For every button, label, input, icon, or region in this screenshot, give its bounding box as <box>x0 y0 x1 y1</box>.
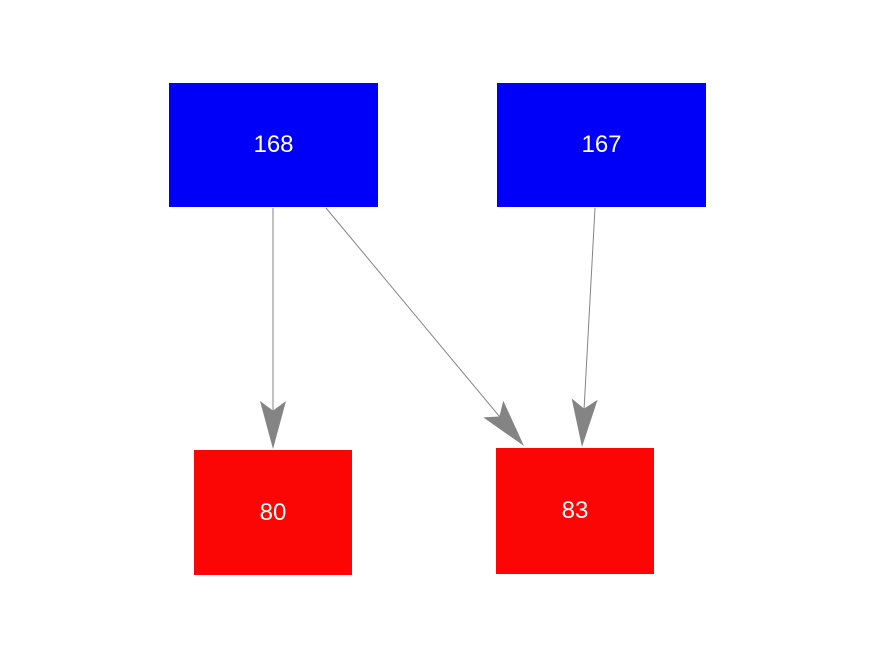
node-83[interactable]: 83 <box>496 448 654 574</box>
node-168-label: 168 <box>253 131 294 158</box>
edge-167-83 <box>583 207 596 409</box>
node-167-label: 167 <box>581 131 622 158</box>
arrowhead-167-83 <box>571 398 598 447</box>
arrowhead-168-80 <box>260 401 286 449</box>
node-83-label: 83 <box>561 497 589 524</box>
edge-168-83 <box>325 207 500 417</box>
arrowhead-168-83 <box>483 400 524 446</box>
node-168[interactable]: 168 <box>169 83 378 207</box>
node-80-label: 80 <box>259 498 287 526</box>
node-167[interactable]: 167 <box>497 83 706 207</box>
node-80[interactable]: 80 <box>194 450 352 575</box>
